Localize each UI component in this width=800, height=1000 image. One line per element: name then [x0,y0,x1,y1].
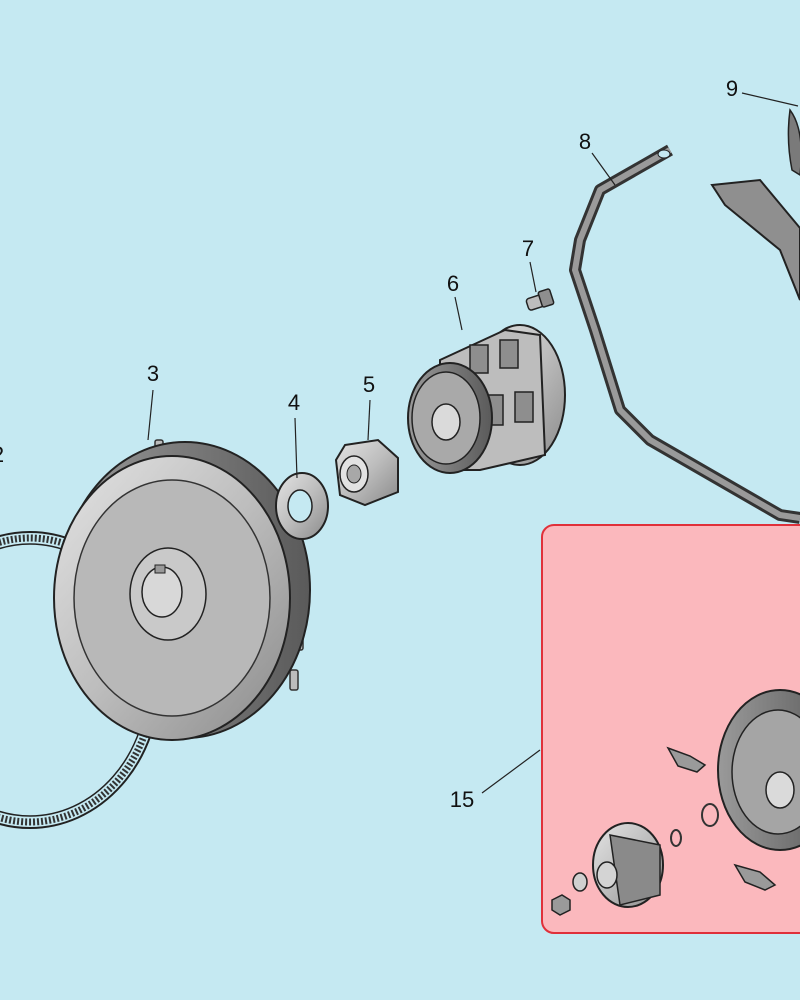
nut-part-5 [334,438,399,507]
washer-part-4 [275,472,329,540]
component-part-9 [710,108,800,301]
callout-label-6: 6 [446,271,460,296]
starter-cup-part-6 [407,324,566,474]
callout-label-3: 3 [146,361,160,386]
callout-label-8: 8 [578,129,592,154]
callout-label-15: 15 [449,787,475,812]
callout-label-2: 2 [0,444,4,466]
callout-label-9: 9 [725,76,739,101]
belt-part-8 [569,144,800,524]
bolt-part-7 [525,288,555,311]
callout-label-5: 5 [362,372,376,397]
callout-label-4: 4 [287,390,301,415]
callout-label-7: 7 [521,236,535,261]
highlight-box-part-15 [541,524,800,934]
flywheel-part-3 [53,439,311,741]
leader-lines [147,92,799,794]
